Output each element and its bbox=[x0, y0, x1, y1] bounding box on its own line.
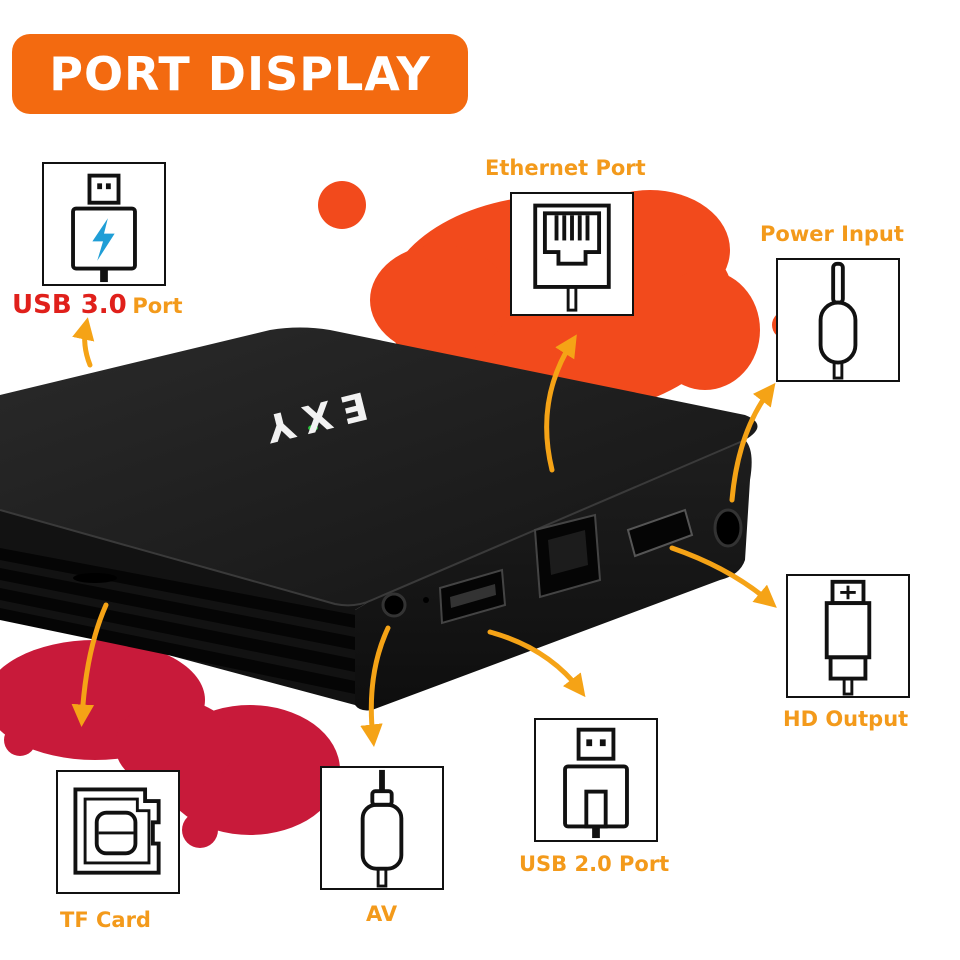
av-jack bbox=[381, 592, 407, 618]
status-led bbox=[308, 425, 318, 431]
av-plug-icon bbox=[360, 769, 404, 888]
tf-card-slot bbox=[73, 573, 117, 583]
hdmi-port bbox=[626, 508, 694, 558]
tf-card-label: TF Card bbox=[60, 908, 151, 932]
rj45-icon bbox=[533, 203, 611, 312]
usb3-label-suffix: Port bbox=[132, 294, 183, 318]
av-label: AV bbox=[366, 902, 398, 926]
power-icon-box bbox=[776, 258, 900, 382]
tv-box-device bbox=[0, 327, 758, 711]
usb-lightning-icon bbox=[71, 173, 137, 283]
hd-output-label: HD Output bbox=[783, 707, 909, 731]
dc-jack bbox=[713, 508, 743, 548]
ethernet-jack bbox=[533, 513, 602, 599]
hdmi-plug-icon bbox=[824, 579, 872, 696]
usb2-label: USB 2.0 Port bbox=[519, 852, 670, 876]
sd-card-icon bbox=[73, 787, 161, 875]
usb3-label: USB 3.0 Port bbox=[12, 290, 183, 320]
port-display-banner: PORT DISPLAY bbox=[12, 34, 468, 114]
usb2-icon-box bbox=[534, 718, 658, 842]
usb3-label-main: USB 3.0 bbox=[12, 290, 127, 320]
vent-slots bbox=[0, 548, 355, 694]
tf-icon-box bbox=[56, 770, 180, 894]
usb2-port bbox=[438, 568, 507, 625]
hd-icon-box bbox=[786, 574, 910, 698]
usb3-icon-box bbox=[42, 162, 166, 286]
ethernet-icon-box bbox=[510, 192, 634, 316]
port-pointer-arrows bbox=[71, 317, 777, 747]
ethernet-label: Ethernet Port bbox=[485, 156, 646, 180]
banner-title: PORT DISPLAY bbox=[49, 47, 431, 101]
dc-plug-icon bbox=[818, 261, 858, 380]
power-input-label: Power Input bbox=[760, 222, 904, 246]
av-icon-box bbox=[320, 766, 444, 890]
usb-plug-icon bbox=[563, 727, 629, 839]
